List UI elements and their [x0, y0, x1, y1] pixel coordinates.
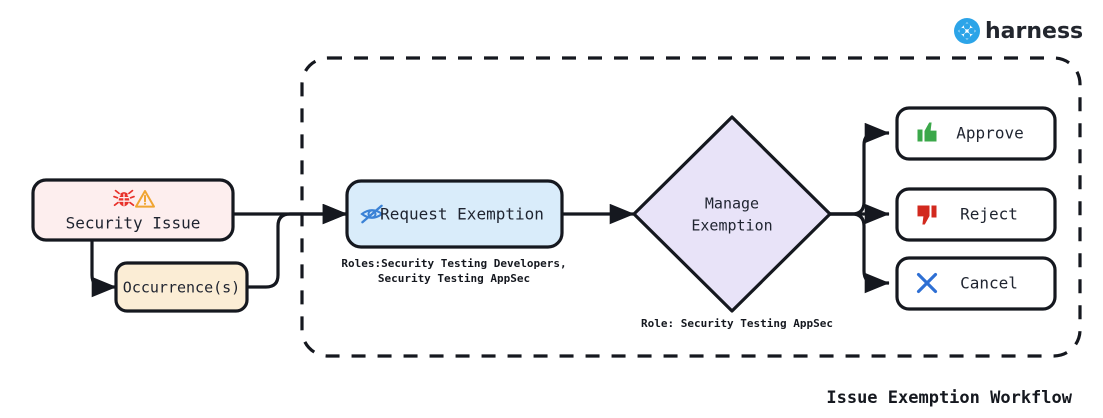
occurrences-label: Occurrence(s) — [123, 279, 240, 297]
thumbs-down-icon — [917, 205, 937, 225]
node-manage-exemption[interactable]: Manage Exemption — [632, 115, 832, 313]
edge-manage-exemption-to-cancel — [830, 212, 890, 294]
node-approve[interactable]: Approve — [895, 106, 1057, 161]
manage-exemption-role-annotation: Role: Security Testing AppSec — [641, 317, 833, 330]
security-issue-label: Security Issue — [66, 214, 201, 233]
manage-exemption-diamond[interactable] — [632, 115, 832, 313]
brand-logo: harness — [954, 18, 1083, 44]
harness-diamond-logo-icon — [954, 18, 980, 44]
edge-security-issue-to-occurrences — [90, 240, 117, 298]
request-exemption-label: Request Exemption — [380, 205, 544, 224]
reject-label: Reject — [960, 205, 1018, 224]
manage-exemption-label-line1: Manage — [705, 195, 759, 213]
cancel-label: Cancel — [960, 274, 1018, 293]
diagram-caption: Issue Exemption Workflow — [826, 388, 1072, 408]
security-issue-box[interactable] — [31, 178, 235, 242]
node-security-issue[interactable]: Security Issue — [31, 178, 235, 242]
thumbs-up-icon — [917, 122, 937, 142]
exemption-scope-container — [300, 56, 1082, 358]
manage-exemption-label-line2: Exemption — [691, 217, 772, 235]
edge-occurrences-to-request-exemption — [247, 203, 348, 289]
role-line-1: Role: Security Testing AppSec — [641, 317, 833, 330]
x-cross-icon — [916, 272, 938, 294]
brand-name: harness — [985, 19, 1083, 44]
edge-manage-exemption-to-approve — [830, 122, 890, 216]
eye-slash-icon — [360, 204, 384, 224]
node-occurrences[interactable]: Occurrence(s) — [114, 261, 249, 313]
edge-layer — [90, 122, 890, 298]
occurrences-box[interactable] — [114, 261, 249, 313]
bug-icon — [113, 189, 135, 207]
warning-triangle-icon — [135, 190, 155, 208]
cancel-box[interactable] — [895, 256, 1057, 311]
request-exemption-box[interactable] — [345, 179, 564, 249]
roles-line-1: Roles:Security Testing Developers, — [341, 257, 566, 270]
node-cancel[interactable]: Cancel — [895, 256, 1057, 311]
request-exemption-roles-annotation: Roles:Security Testing Developers, Secur… — [341, 257, 566, 285]
approve-label: Approve — [956, 124, 1023, 143]
node-reject[interactable]: Reject — [895, 187, 1057, 242]
approve-box[interactable] — [895, 106, 1057, 161]
reject-box[interactable] — [895, 187, 1057, 242]
node-request-exemption[interactable]: Request Exemption — [345, 179, 564, 249]
roles-line-2: Security Testing AppSec — [378, 272, 530, 285]
